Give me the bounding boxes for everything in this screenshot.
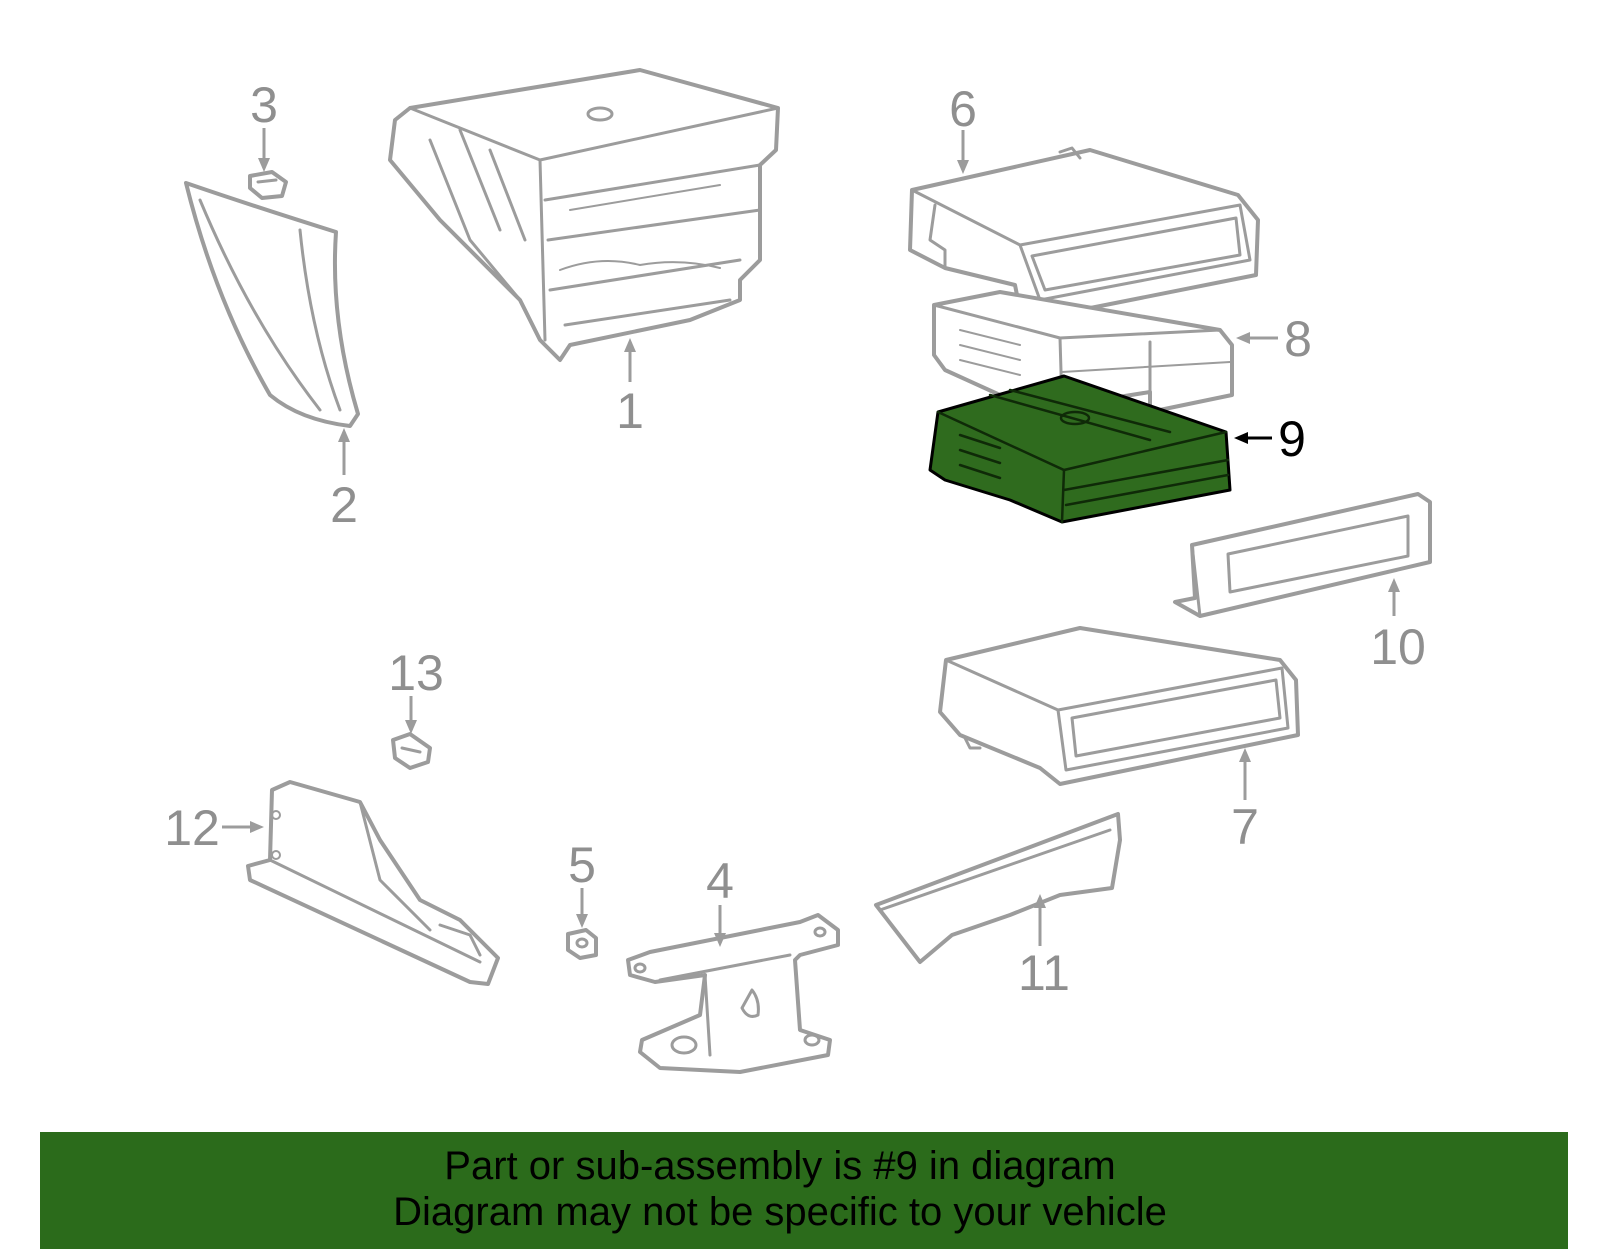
callout-9: 9 <box>1278 411 1306 467</box>
banner-line-part-number: Part or sub-assembly is #9 in diagram <box>444 1144 1116 1188</box>
part-1-console-frame[interactable] <box>388 68 780 362</box>
part-8-unit-stack[interactable] <box>932 290 1234 414</box>
part-12-lower-panel[interactable] <box>246 780 500 986</box>
callout-5: 5 <box>568 837 596 893</box>
part-10-lid-panel[interactable] <box>1173 492 1432 618</box>
callout-8: 8 <box>1284 311 1312 367</box>
part-6-storage-box[interactable] <box>908 146 1260 320</box>
part-3-clip[interactable] <box>248 170 288 200</box>
callout-4: 4 <box>706 853 734 909</box>
banner-line-disclaimer: Diagram may not be specific to your vehi… <box>393 1190 1167 1234</box>
part-2-side-panel[interactable] <box>184 181 360 428</box>
callout-3: 3 <box>250 77 278 133</box>
part-4-bracket[interactable] <box>626 913 840 1074</box>
callout-6: 6 <box>949 81 977 137</box>
callout-10: 10 <box>1370 619 1426 675</box>
info-banner: Part or sub-assembly is #9 in diagram Di… <box>40 1132 1568 1249</box>
callout-7: 7 <box>1231 799 1259 855</box>
part-11-trim-strip[interactable] <box>874 812 1122 964</box>
callout-13: 13 <box>388 645 444 701</box>
callout-2: 2 <box>330 477 358 533</box>
part-13-clip[interactable] <box>391 732 432 770</box>
part-5-nut[interactable] <box>566 928 598 960</box>
part-9-highlighted-unit[interactable] <box>928 374 1232 524</box>
callout-labels: 1 2 3 4 5 6 7 8 9 10 11 12 13 <box>164 77 1426 1001</box>
callout-11: 11 <box>1018 945 1070 1001</box>
part-7-lower-tray[interactable] <box>938 626 1300 786</box>
leader-lines <box>222 128 1400 947</box>
callout-1: 1 <box>616 383 644 439</box>
callout-12: 12 <box>164 800 220 856</box>
